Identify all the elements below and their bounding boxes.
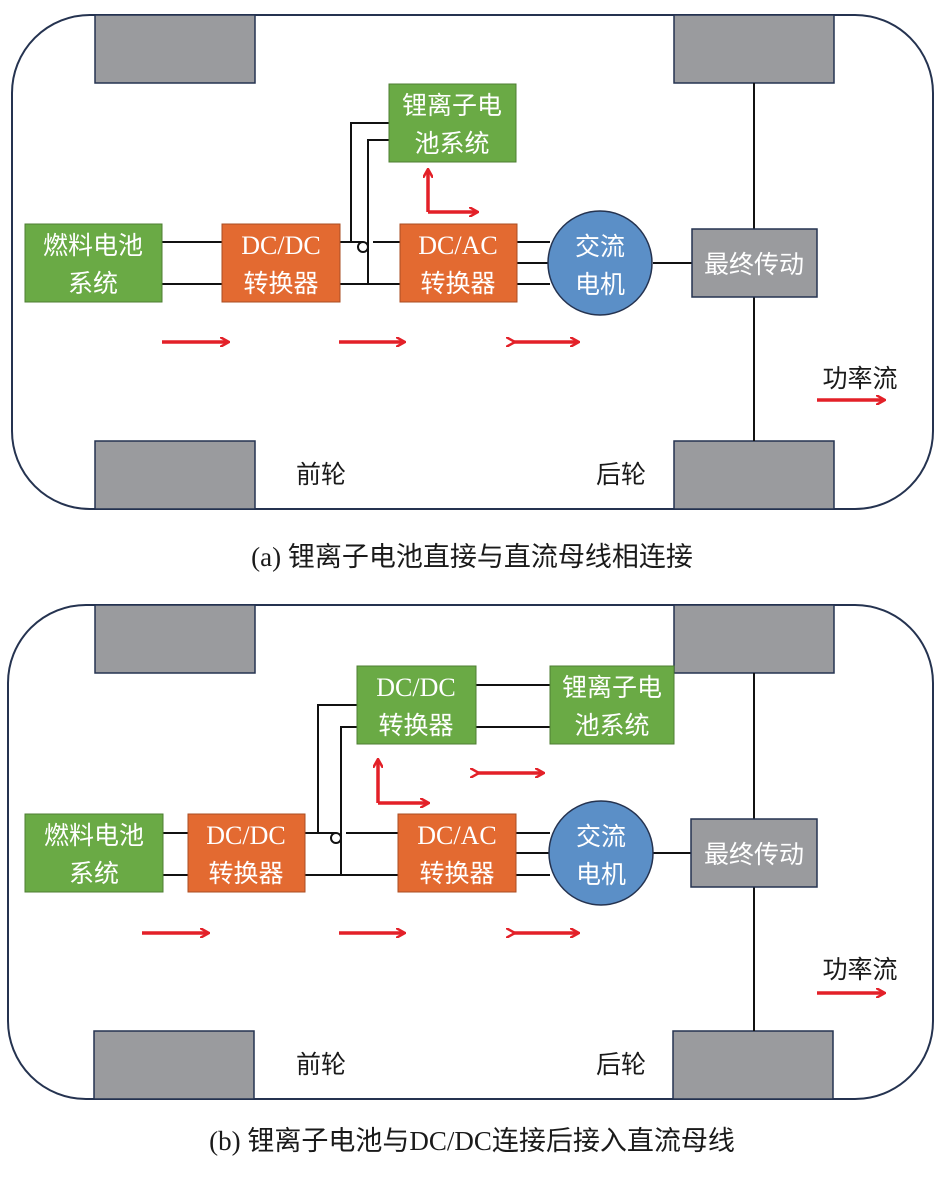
final-drive-box [690, 818, 818, 888]
fuel-cell-label-2: 系统 [69, 859, 119, 888]
legend-label: 功率流 [822, 955, 897, 984]
wires [163, 684, 692, 876]
panel-b: 燃料电池 系统 DC/DC 转换器 DC/DC 转换器 锂离子电 池系统 DC/… [7, 604, 934, 1156]
legend-label: 功率流 [822, 364, 897, 393]
motor-circle [548, 800, 654, 906]
battery-box [549, 665, 675, 745]
final-drive-label: 最终传动 [704, 250, 804, 279]
final-drive-label: 最终传动 [704, 840, 804, 869]
fuel-cell-label-1: 燃料电池 [44, 821, 144, 850]
power-flow-arrows [162, 170, 884, 400]
fuel-cell-label-2: 系统 [68, 269, 118, 298]
fuel-cell-box [24, 813, 164, 893]
caption-b: (b) 锂离子电池与DC/DC连接后接入直流母线 [209, 1126, 735, 1156]
front-wheel-bottom [93, 1030, 255, 1100]
rear-wheel-bottom [672, 1030, 834, 1100]
dcac-box [397, 813, 517, 893]
wires [162, 122, 692, 285]
front-wheel-label: 前轮 [296, 1050, 346, 1079]
dcdc-main-box [187, 813, 306, 893]
front-wheel-top [94, 14, 256, 84]
dcac-label-1: DC/AC [417, 821, 496, 850]
power-flow-arrows [142, 760, 884, 993]
dcdc-main-label-2: 转换器 [243, 269, 318, 298]
final-drive-box [691, 228, 818, 298]
dcac-label-1: DC/AC [418, 231, 497, 260]
dcdc-main-box [221, 223, 341, 303]
panel-a: 燃料电池 系统 DC/DC 转换器 锂离子电 池系统 DC/AC 转换器 交流 … [11, 14, 934, 572]
dcac-label-2: 转换器 [419, 859, 494, 888]
dcdc-battery-label-1: DC/DC [376, 673, 455, 702]
rear-wheel-bottom [673, 440, 835, 510]
rear-wheel-top [673, 14, 835, 84]
rear-wheel-top [673, 604, 835, 674]
dcac-label-2: 转换器 [420, 269, 495, 298]
caption-a: (a) 锂离子电池直接与直流母线相连接 [251, 542, 693, 572]
battery-label-1: 锂离子电 [562, 673, 662, 702]
front-wheel-label: 前轮 [296, 460, 346, 489]
dcdc-main-label-2: 转换器 [208, 859, 283, 888]
vehicle-chassis [7, 604, 934, 1100]
battery-box [388, 83, 517, 163]
motor-label-2: 电机 [575, 270, 625, 299]
fuel-cell-box [24, 223, 163, 303]
battery-label-2: 池系统 [414, 129, 489, 158]
rear-wheel-label: 后轮 [596, 1050, 646, 1079]
fuel-cell-label-1: 燃料电池 [43, 231, 143, 260]
rear-wheel-label: 后轮 [596, 460, 646, 489]
battery-label-1: 锂离子电 [402, 91, 502, 120]
dcac-box [399, 223, 518, 303]
vehicle-chassis [11, 14, 934, 510]
motor-circle [547, 210, 653, 316]
dcdc-main-label-1: DC/DC [241, 231, 320, 260]
battery-label-2: 池系统 [574, 711, 649, 740]
motor-label-2: 电机 [576, 860, 626, 889]
dcdc-main-label-1: DC/DC [206, 821, 285, 850]
front-wheel-bottom [94, 440, 256, 510]
dcdc-battery-label-2: 转换器 [378, 711, 453, 740]
motor-label-1: 交流 [576, 822, 626, 851]
dcdc-battery-box [356, 665, 477, 745]
motor-label-1: 交流 [575, 232, 625, 261]
front-wheel-top [94, 604, 256, 674]
